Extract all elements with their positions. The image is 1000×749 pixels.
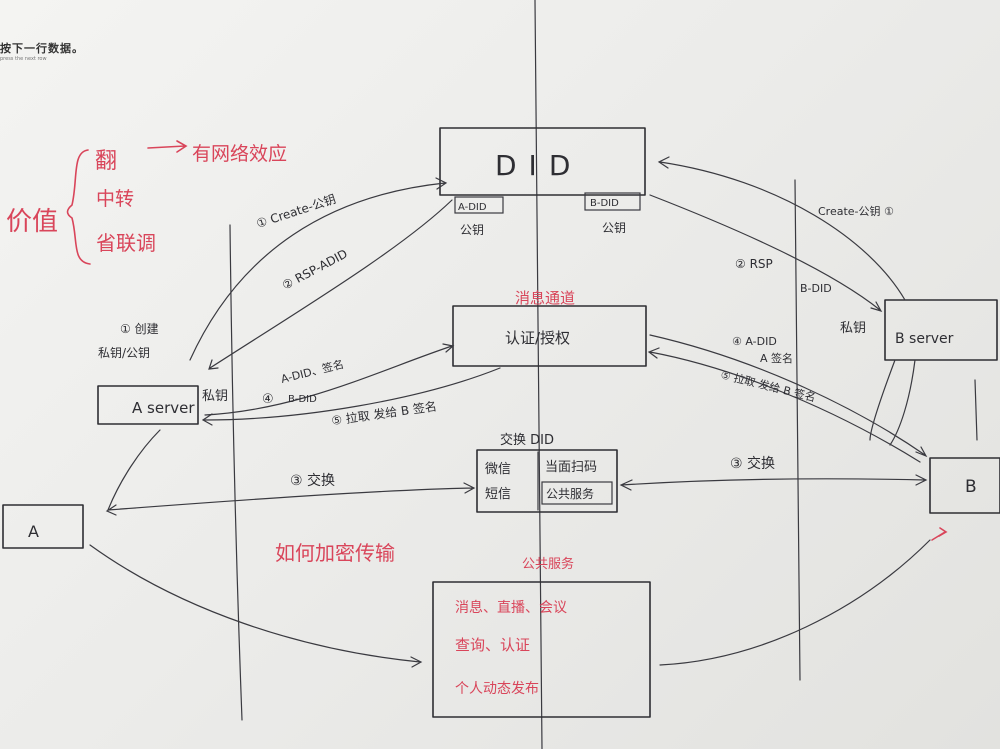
arrow-a-server-to-a — [107, 429, 161, 511]
public-service-box — [432, 581, 651, 718]
public-service-line-2: 查询、认证 — [455, 636, 530, 654]
exchange-cell-scan: 当面扫码 — [545, 460, 597, 475]
arrow-channel-to-a — [201, 367, 501, 426]
did-tag-b-caption: 公钥 — [602, 221, 626, 235]
arrow-b-exchange — [619, 474, 928, 491]
exchange-cell-wechat: 微信 — [485, 462, 511, 477]
b-step5: ⑤ 拉取 发给 B 签名 — [719, 367, 817, 404]
a-step1-keys: 私钥/公钥 — [98, 346, 150, 360]
message-channel-box — [452, 305, 647, 367]
a-step-create: ① Create-公钥 — [255, 192, 338, 231]
exchange-box-caption: 交换 DID — [500, 432, 554, 448]
divider-far-right — [974, 379, 978, 441]
red-mark-b — [931, 527, 948, 541]
watermark-text: 按下一行数据。 — [0, 42, 84, 55]
watermark: 按下一行数据。 press the next row — [0, 40, 84, 62]
message-channel-caption: 消息通道 — [515, 289, 575, 307]
did-box — [439, 127, 646, 196]
b-node-label: B — [965, 477, 977, 497]
public-service-caption: 公共服务 — [522, 556, 574, 572]
public-service-line-3: 个人动态发布 — [455, 681, 539, 697]
a-step1-create: ① 创建 — [120, 322, 159, 336]
a-node-label: A — [28, 522, 39, 541]
a-server-box — [97, 385, 199, 425]
arrow-a-create-did — [189, 177, 448, 361]
arrow-a-to-public — [89, 544, 423, 668]
b-step4-sign: A 签名 — [760, 351, 793, 365]
a-private-key: 私钥 — [202, 389, 228, 404]
exchange-cell-public-frame — [541, 481, 613, 505]
b-server-box — [884, 299, 998, 361]
b-private-key: 私钥 — [840, 321, 866, 336]
arrow-did-rsp-a — [208, 199, 453, 370]
exchange-cell-public: 公共服务 — [546, 486, 594, 501]
public-service-line-1: 消息、直播、会议 — [455, 599, 567, 616]
b-node-box — [929, 457, 1000, 514]
a-step4-num: ④ — [262, 392, 274, 407]
message-channel-label: 认证/授权 — [505, 329, 570, 347]
did-tag-b — [584, 192, 641, 211]
value-arrow — [147, 140, 188, 153]
b-step-create: Create-公钥 ① — [818, 204, 894, 218]
did-tag-a — [454, 196, 504, 214]
divider-right — [794, 179, 801, 681]
link-b-server-b — [869, 359, 916, 446]
divider-center — [534, 0, 543, 749]
b-step-rsp: ② RSP — [735, 257, 773, 271]
a-step4-bdid: B-DID — [288, 394, 317, 405]
value-item-1: 翻 — [95, 149, 117, 174]
arrow-b-to-channel — [647, 347, 921, 463]
a-step5-fetch: ⑤ 拉取 发给 B 签名 — [330, 398, 437, 428]
value-item-1-note: 有网络效应 — [192, 143, 287, 165]
value-item-3: 省联调 — [96, 231, 156, 255]
arrow-a-to-channel — [204, 343, 455, 416]
value-title: 价值 — [6, 207, 58, 237]
b-step-bdid: B-DID — [800, 282, 832, 295]
value-brace — [66, 149, 91, 265]
a-step-rsp: ② RSP-ADID — [280, 247, 350, 293]
arrow-b-create-did — [657, 156, 906, 301]
did-tag-b-label: B-DID — [590, 198, 619, 209]
exchange-cell-sms: 短信 — [485, 487, 511, 502]
encryption-note: 如何加密传输 — [275, 541, 395, 565]
a-step3-exchange: ③ 交换 — [290, 472, 335, 489]
b-step3-exchange: ③ 交换 — [730, 455, 775, 472]
divider-left — [229, 224, 243, 721]
b-server-label: B server — [895, 331, 954, 347]
exchange-box — [476, 449, 618, 513]
arrow-did-rsp-b — [649, 194, 883, 312]
a-step4-sign: A-DID、签名 — [279, 357, 345, 386]
did-tag-a-label: A-DID — [458, 202, 487, 213]
did-tag-a-caption: 公钥 — [460, 223, 484, 237]
a-node-box — [2, 504, 84, 549]
arrow-a-exchange — [105, 482, 476, 516]
a-server-label: A server — [132, 399, 195, 417]
value-item-2: 中转 — [96, 188, 134, 210]
arrow-channel-to-b — [649, 334, 928, 458]
did-label: DID — [495, 149, 582, 182]
b-step4-adid: ④ A-DID — [732, 335, 777, 348]
watermark-sub: press the next row — [0, 56, 47, 62]
arrow-public-to-b — [659, 539, 931, 666]
